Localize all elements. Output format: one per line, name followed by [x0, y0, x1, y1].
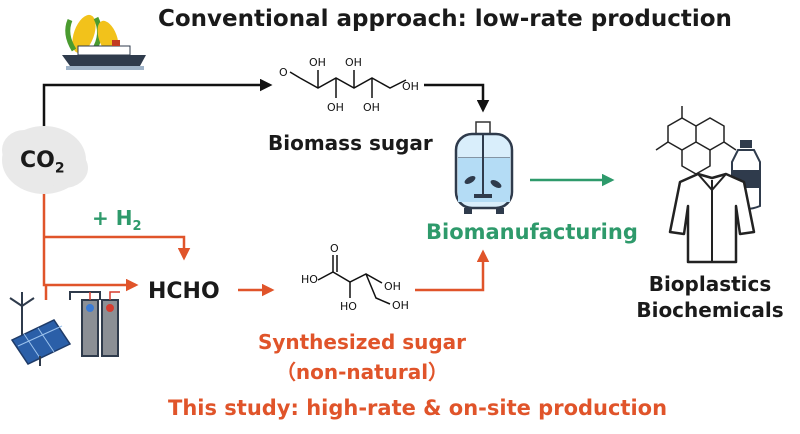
arrow-synthesized-to-biomanufacturing	[415, 249, 490, 292]
this-study-title: This study: high-rate & on-site producti…	[168, 396, 668, 420]
biochemicals-label: Biochemicals	[636, 298, 784, 322]
hcho-label: HCHO	[148, 279, 220, 304]
arrow-co2-to-biomass-sugar	[42, 78, 273, 127]
oh-label: OH	[402, 80, 419, 93]
conventional-path	[42, 78, 490, 127]
oxygen-label: O	[279, 66, 288, 79]
bioplastics-label: Bioplastics	[648, 272, 772, 296]
study-path	[42, 190, 490, 300]
oh-label: OH	[384, 280, 401, 293]
oh-label: OH	[363, 101, 380, 114]
biomass-sugar-label: Biomass sugar	[268, 131, 433, 155]
co2-base: CO	[20, 148, 55, 173]
oh-label: OH	[345, 56, 362, 69]
biomass-sugar-labels: O OH OH OH OH OH	[279, 56, 419, 114]
co2-cloud	[2, 126, 88, 194]
renewable-energy-icon	[9, 291, 120, 366]
arrow-biomass-to-reactor	[424, 83, 490, 113]
co2-label: CO2	[20, 148, 65, 176]
h2-base: + H	[92, 206, 133, 230]
arrow-h2-to-hcho	[44, 235, 191, 261]
solar-panel-icon	[10, 319, 72, 366]
battery-icon	[69, 291, 120, 357]
oxygen-label: O	[330, 242, 339, 255]
oh-label: OH	[309, 56, 326, 69]
synthesized-sugar-structure	[317, 255, 391, 305]
biomanufacturing-label: Biomanufacturing	[426, 220, 638, 244]
arrow-co2-to-hcho	[42, 190, 139, 292]
corn-ship-icon	[62, 14, 146, 70]
ho-label: HO	[340, 300, 357, 313]
h2-subscript: 2	[132, 219, 142, 234]
non-natural-label: （non-natural）	[275, 360, 449, 384]
co2-subscript: 2	[54, 160, 65, 177]
biomass-sugar-structure	[289, 70, 407, 98]
oh-label: OH	[392, 299, 409, 312]
shirt-icon	[668, 172, 756, 264]
h2-label: + H2	[92, 206, 142, 234]
ho-label: HO	[301, 273, 318, 286]
synthesized-sugar-label: Synthesized sugar	[257, 330, 467, 354]
conventional-approach-title: Conventional approach: low-rate producti…	[158, 6, 732, 32]
bioreactor-icon	[454, 121, 514, 214]
oh-label: OH	[327, 101, 344, 114]
synthesized-sugar-labels: HO O HO OH OH	[301, 242, 409, 313]
